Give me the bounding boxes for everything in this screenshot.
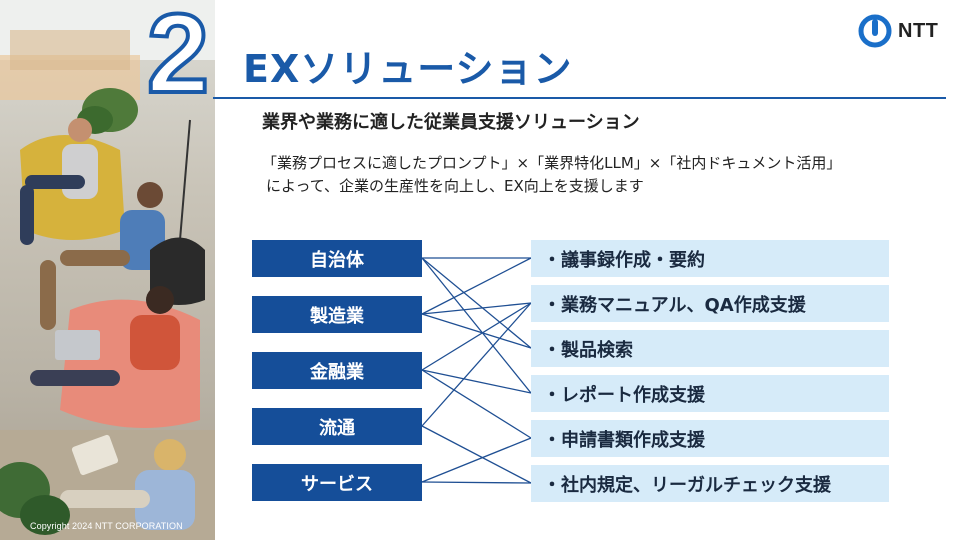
- connector-line: [421, 481, 532, 484]
- solution-box: ・レポート作成支援: [531, 375, 889, 412]
- solution-box: ・議事録作成・要約: [531, 240, 889, 277]
- solution-box: ・社内規定、リーガルチェック支援: [531, 465, 889, 502]
- connector-line: [421, 425, 532, 484]
- industry-box: 金融業: [252, 352, 422, 389]
- ntt-logo: NTT: [858, 14, 938, 48]
- description: 「業務プロセスに適したプロンプト」×「業界特化LLM」×「社内ドキュメント活用」…: [262, 152, 841, 198]
- connector-line: [421, 437, 532, 483]
- solution-box: ・申請書類作成支援: [531, 420, 889, 457]
- page-title: EXソリューション: [243, 47, 573, 91]
- ntt-logo-icon: [858, 14, 892, 48]
- connector-line: [421, 257, 532, 315]
- connector-line: [421, 257, 532, 394]
- copyright-text: Copyright 2024 NTT CORPORATION: [30, 521, 183, 531]
- connector-line: [421, 369, 532, 394]
- solution-box: ・製品検索: [531, 330, 889, 367]
- industry-box: サービス: [252, 464, 422, 501]
- industry-box: 自治体: [252, 240, 422, 277]
- description-line-1: 「業務プロセスに適したプロンプト」×「業界特化LLM」×「社内ドキュメント活用」: [262, 154, 842, 172]
- connector-line: [421, 302, 532, 371]
- solution-box: ・業務マニュアル、QA作成支援: [531, 285, 889, 322]
- connector-line: [421, 302, 532, 427]
- office-lounge-photo: Copyright 2024 NTT CORPORATION: [0, 0, 215, 540]
- industry-box: 製造業: [252, 296, 422, 333]
- page-subtitle: 業界や業務に適した従業員支援ソリューション: [262, 112, 640, 133]
- title-divider: [213, 97, 946, 99]
- connector-line: [421, 302, 532, 315]
- industry-box: 流通: [252, 408, 422, 445]
- logo-text: NTT: [898, 19, 939, 42]
- connector-line: [421, 313, 532, 349]
- description-line-2: によって、企業の生産性を向上し、EX向上を支援します: [266, 177, 644, 195]
- section-number: 2: [145, 0, 211, 116]
- connector-line: [421, 257, 532, 349]
- connector-line: [421, 369, 532, 439]
